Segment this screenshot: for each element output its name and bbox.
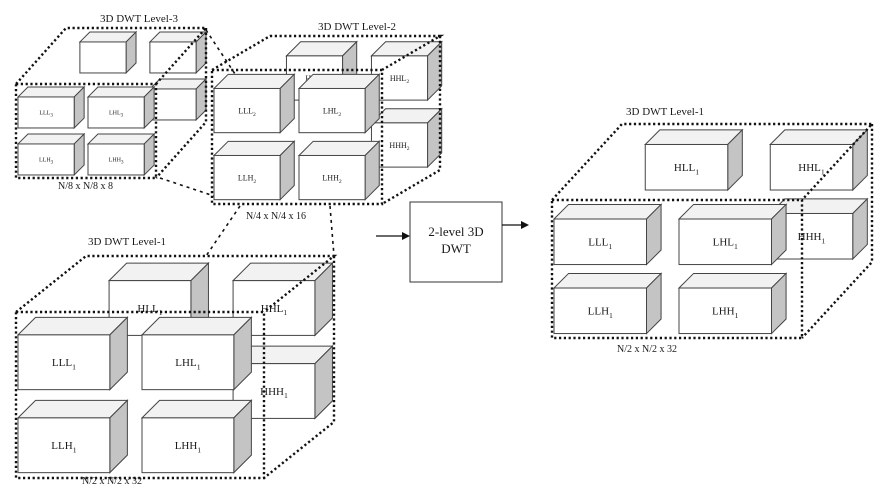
cube-label-right_level1-front-1: LHL1: [713, 237, 738, 251]
cube-label-left_level1-front-3: LHH1: [175, 440, 202, 454]
cube-label-right_level1-front-2: LLH1: [588, 306, 613, 320]
cube-label-left_level1-back-1: HHL1: [261, 303, 288, 317]
cube-level2-front-0: LLL2: [212, 73, 296, 134]
cube-label-level3-front-0: LLL3: [39, 111, 53, 119]
cube-label-right_level1-back-0: HLL1: [674, 162, 699, 176]
left_level1-frame: [14, 254, 338, 480]
right_level1-frame: [550, 122, 875, 340]
level3-frame: [14, 26, 209, 180]
cube-label-level2-front-1: LHL2: [323, 106, 342, 117]
cube-level3-front-1: LHL3: [86, 85, 156, 130]
cube-label-level2-front-3: LHH2: [322, 173, 341, 184]
cube-label-right_level1-front-0: LLL1: [588, 237, 612, 251]
process-box: [409, 201, 503, 283]
cube-label-left_level1-front-2: LLH1: [51, 440, 76, 454]
level3-title: 3D DWT Level-3: [100, 13, 178, 25]
cube-label-right_level1-back-2: HHH1: [798, 231, 826, 245]
cube-label-left_level1-front-1: LHL1: [175, 357, 200, 371]
left-level1-title: 3D DWT Level-1: [88, 236, 166, 248]
zoom-line-1: [159, 177, 215, 197]
cube-right_level1-front-0: LLL1: [552, 203, 663, 266]
left-level1-size: N/2 x N/2 x 32: [82, 476, 142, 487]
cube-label-level2-front-0: LLL2: [238, 106, 256, 117]
input-arrowhead: [402, 232, 410, 240]
cube-level3-back-2: [148, 77, 208, 122]
cube-label-level2-back-2: HHH2: [389, 141, 409, 152]
cube-level3-back-1: [148, 30, 208, 75]
cube-label-level2-front-2: LLH2: [238, 173, 257, 184]
cube-label-right_level1-back-1: HHL1: [798, 162, 825, 176]
cube-left_level1-front-0: LLL1: [16, 316, 129, 391]
cube-level3-front-3: LHH3: [86, 132, 156, 177]
cube-level3-front-0: LLL3: [16, 85, 86, 130]
level2-cube: HLL2HHL2HHH2LLL2LHL2LLH2LHH2: [210, 34, 445, 206]
cube-label-level3-front-1: LHL3: [109, 111, 124, 119]
cube-level3-back-0: [78, 30, 138, 75]
cube-left_level1-back-1: HHL1: [231, 261, 334, 337]
cube-label-level3-front-3: LHH3: [109, 158, 124, 166]
cube-right_level1-back-0: HLL1: [644, 128, 744, 192]
cube-right_level1-front-1: LHL1: [677, 203, 788, 266]
level2-title: 3D DWT Level-2: [318, 21, 396, 33]
cube-label-level2-back-1: HHL2: [390, 74, 409, 85]
cube-level3-front-2: LLH3: [16, 132, 86, 177]
cube-level2-front-2: LLH2: [212, 140, 296, 201]
cube-right_level1-front-2: LLH1: [552, 272, 663, 335]
cube-label-level3-front-2: LLH3: [39, 158, 54, 166]
cube-level2-front-3: LHH2: [297, 140, 381, 201]
level3-size: N/8 x N/8 x 8: [58, 181, 113, 192]
cube-left_level1-front-3: LHH1: [140, 399, 253, 474]
cube-label-right_level1-front-3: LHH1: [712, 306, 739, 320]
cube-right_level1-back-1: HHL1: [769, 128, 869, 192]
right-level1-title: 3D DWT Level-1: [626, 106, 704, 118]
cube-label-left_level1-back-2: HHH1: [260, 386, 288, 400]
output-arrowhead: [521, 221, 529, 229]
cube-left_level1-front-2: LLH1: [16, 399, 129, 474]
cube-level2-front-1: LHL2: [297, 73, 381, 134]
cube-left_level1-front-1: LHL1: [140, 316, 253, 391]
process-label-line1: 2-level 3D: [428, 224, 483, 239]
right-level1-size: N/2 x N/2 x 32: [617, 344, 677, 355]
cube-right_level1-front-3: LHH1: [677, 272, 788, 335]
zoom-line-3: [205, 205, 241, 257]
cube-left_level1-back-2: HHH1: [231, 344, 334, 420]
cube-label-left_level1-front-0: LLL1: [52, 357, 76, 371]
level2-frame: [210, 34, 445, 206]
zoom-line-2: [329, 205, 335, 257]
level2-size: N/4 x N/4 x 16: [246, 211, 306, 222]
process-label-line2: DWT: [441, 241, 471, 256]
